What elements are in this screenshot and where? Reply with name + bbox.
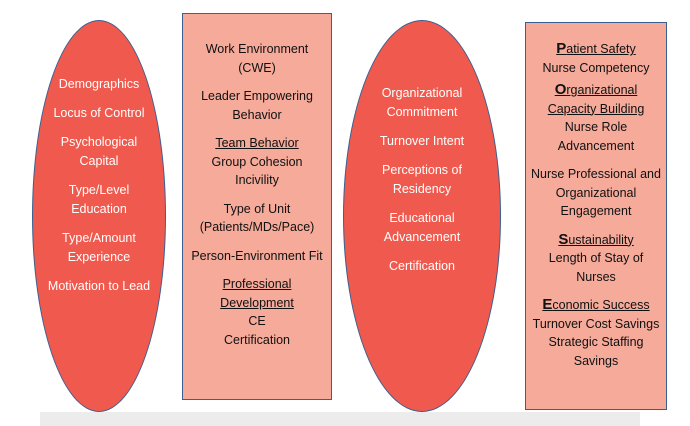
team-behavior-header: Team Behavior xyxy=(215,136,299,150)
unit-type-label: Type of Unit (Patients/MDs/Pace) xyxy=(199,201,315,235)
outcomes-text: Organizational Commitment Turnover Inten… xyxy=(360,84,484,276)
antecedents-text: Demographics Locus of Control Psychologi… xyxy=(40,75,158,296)
antecedent-item: Locus of Control xyxy=(53,106,145,120)
prof-item: Certification xyxy=(224,332,290,347)
sustainability-header: Sustainability xyxy=(530,231,662,250)
outcome-item: Certification xyxy=(389,259,455,273)
sust-rest: ustainability xyxy=(568,232,634,247)
econ-item: Strategic Staffing Savings xyxy=(548,335,644,368)
outcomes-ellipse xyxy=(343,20,501,412)
patient-initial: P xyxy=(556,40,567,57)
leader-label: Leader Empowering Behavior xyxy=(201,89,313,122)
econ-initial: E xyxy=(542,296,553,313)
org-item: Nurse Professional and Organizational En… xyxy=(531,167,661,218)
sust-initial: S xyxy=(558,230,569,248)
work-environment-box xyxy=(182,13,332,400)
team-item: Incivility xyxy=(235,173,279,187)
economic-header: Economic Success xyxy=(530,296,662,315)
posse-box xyxy=(525,22,667,410)
org-rest: rganizational Capacity Building xyxy=(547,83,645,116)
outcome-item: Organizational Commitment xyxy=(381,86,463,119)
antecedent-item: Demographics xyxy=(58,77,140,91)
antecedent-item: Psychological Capital xyxy=(60,135,138,168)
outcome-item: Educational Advancement xyxy=(383,211,461,244)
outcome-item: Turnover Intent xyxy=(379,134,465,148)
sust-item: Length of Stay of Nurses xyxy=(548,251,644,284)
econ-rest: conomic Success xyxy=(552,298,650,312)
antecedent-item: Type/Level Education xyxy=(68,183,130,216)
team-item: Group Cohesion xyxy=(211,154,303,169)
patient-rest: atient Safety xyxy=(566,42,636,56)
bottom-strip xyxy=(40,412,640,426)
org-initial: O xyxy=(554,81,567,98)
person-env-label: Person-Environment Fit xyxy=(191,248,323,263)
econ-item: Turnover Cost Savings xyxy=(532,316,660,331)
work-env-label: Work Environment (CWE) xyxy=(205,42,309,75)
org-capacity-header: Organizational Capacity Building xyxy=(530,81,662,118)
work-environment-text: Work Environment (CWE) Leader Empowering… xyxy=(187,40,327,349)
prof-item: CE xyxy=(248,314,266,328)
patient-item: Nurse Competency xyxy=(542,60,650,75)
posse-text: Patient Safety Nurse Competency Organiza… xyxy=(530,40,662,370)
prof-dev-header: Professional Development xyxy=(220,277,294,310)
patient-safety-header: Patient Safety xyxy=(530,40,662,59)
org-item: Nurse Role Advancement xyxy=(557,120,635,153)
antecedent-item: Motivation to Lead xyxy=(47,279,151,293)
antecedents-ellipse xyxy=(32,20,166,412)
antecedent-item: Type/Amount Experience xyxy=(62,231,136,264)
outcome-item: Perceptions of Residency xyxy=(382,163,462,196)
